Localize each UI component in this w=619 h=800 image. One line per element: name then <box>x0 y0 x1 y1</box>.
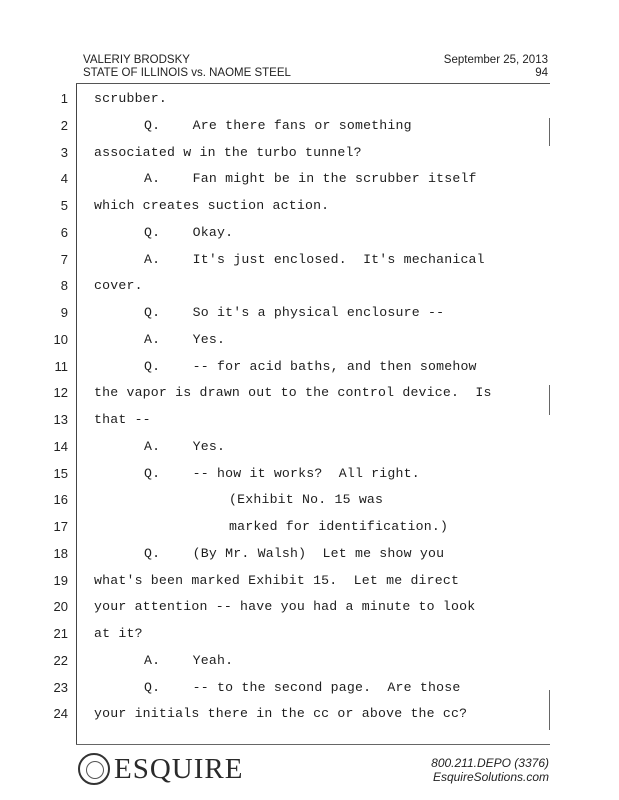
line-text: at it? <box>94 626 143 641</box>
line-text: your attention -- have you had a minute … <box>94 599 476 615</box>
line-text: A. Yeah. <box>144 652 234 668</box>
footer-website: EsquireSolutions.com <box>432 770 549 784</box>
line-text: marked for identification.) <box>229 519 449 534</box>
line-number: 18 <box>53 545 68 561</box>
transcript-line: 16 (Exhibit No. 15 was <box>0 489 619 516</box>
line-number: 5 <box>60 198 68 213</box>
line-text: Q. -- how it works? All right. <box>144 465 420 481</box>
transcript-line: 14 A. Yes. <box>0 436 619 463</box>
line-text: Q. -- to the second page. Are those <box>144 679 461 695</box>
frame-bottom-rule <box>76 744 550 745</box>
line-text: what's been marked Exhibit 15. Let me di… <box>94 572 460 588</box>
line-text: A. Yes. <box>144 438 226 454</box>
transcript-line: 4 A. Fan might be in the scrubber itself <box>0 168 619 195</box>
transcript-line: 24 your initials there in the cc or above… <box>0 703 619 730</box>
frame-right-rule <box>549 385 550 415</box>
transcript-line: 23 Q. -- to the second page. Are those <box>0 677 619 704</box>
frame-left-rule <box>76 84 77 744</box>
line-number: 7 <box>60 251 68 267</box>
line-text: which creates suction action. <box>94 198 330 213</box>
line-number: 24 <box>53 706 68 722</box>
transcript-line: 3 associated w in the turbo tunnel? <box>0 142 619 169</box>
transcript-line: 20 your attention -- have you had a minut… <box>0 596 619 623</box>
line-number: 19 <box>53 572 68 588</box>
line-text: A. It's just enclosed. It's mechanical <box>144 251 485 267</box>
footer-contact: 800.211.DEPO (3376) EsquireSolutions.com <box>431 756 549 784</box>
line-number: 21 <box>53 626 68 641</box>
case-title: STATE OF ILLINOIS vs. NAOME STEEL <box>83 67 291 79</box>
line-number: 12 <box>53 385 68 401</box>
frame-top-rule <box>76 83 550 84</box>
header-left: VALERIY BRODSKY STATE OF ILLINOIS vs. NA… <box>83 54 291 80</box>
line-number: 22 <box>53 652 68 668</box>
witness-name: VALERIY BRODSKY <box>83 54 190 66</box>
footer-phone: 800.211.DEPO (3376) <box>431 756 549 770</box>
transcript-line: 15 Q. -- how it works? All right. <box>0 463 619 490</box>
line-text: A. Fan might be in the scrubber itself <box>144 171 477 187</box>
transcript-line: 6 Q. Okay. <box>0 222 619 249</box>
line-number: 3 <box>60 144 68 160</box>
line-number: 16 <box>53 492 68 508</box>
transcript-line: 19 what's been marked Exhibit 15. Let me … <box>0 570 619 597</box>
transcript-line: 7 A. It's just enclosed. It's mechanical <box>0 249 619 276</box>
line-number: 1 <box>60 91 68 106</box>
line-number: 4 <box>60 171 68 187</box>
line-text: that -- <box>94 412 151 427</box>
line-text: Q. (By Mr. Walsh) Let me show you <box>144 545 445 561</box>
frame-right-rule <box>549 690 550 730</box>
seal-icon <box>78 753 110 785</box>
line-text: the vapor is drawn out to the control de… <box>94 385 492 401</box>
line-text: scrubber. <box>94 91 168 106</box>
transcript-line: 8 cover. <box>0 275 619 302</box>
line-text: Q. Okay. <box>144 224 234 240</box>
page-number: 94 <box>535 67 548 79</box>
transcript-line: 2 Q. Are there fans or something <box>0 115 619 142</box>
transcript-line: 18 Q. (By Mr. Walsh) Let me show you <box>0 543 619 570</box>
line-number: 2 <box>60 117 68 133</box>
line-text: Q. Are there fans or something <box>144 117 412 133</box>
transcript-line: 11 Q. -- for acid baths, and then somehow <box>0 356 619 383</box>
line-number: 17 <box>53 519 68 534</box>
line-text: A. Yes. <box>144 331 226 347</box>
esquire-logo: ESQUIRE <box>78 749 243 789</box>
line-number: 9 <box>60 305 68 320</box>
transcript-line: 21 at it? <box>0 623 619 650</box>
header-right: September 25, 2013 94 <box>420 54 548 80</box>
transcript-line: 12 the vapor is drawn out to the control … <box>0 382 619 409</box>
transcript-line: 5 which creates suction action. <box>0 195 619 222</box>
transcript-line: 13 that -- <box>0 409 619 436</box>
line-number: 13 <box>53 412 68 427</box>
line-text: (Exhibit No. 15 was <box>229 492 384 508</box>
transcript-line: 17 marked for identification.) <box>0 516 619 543</box>
line-text: Q. -- for acid baths, and then somehow <box>144 358 477 374</box>
line-text: cover. <box>94 278 143 294</box>
line-number: 11 <box>54 358 69 374</box>
line-number: 14 <box>53 438 68 454</box>
transcript-line: 9 Q. So it's a physical enclosure -- <box>0 302 619 329</box>
line-number: 10 <box>53 331 68 347</box>
line-number: 8 <box>60 278 68 294</box>
frame-right-rule <box>549 118 550 146</box>
line-number: 15 <box>53 465 68 481</box>
deposition-date: September 25, 2013 <box>443 54 548 66</box>
logo-text: ESQUIRE <box>114 752 244 785</box>
transcript-line: 1 scrubber. <box>0 88 619 115</box>
transcript-line: 10 A. Yes. <box>0 329 619 356</box>
line-text: Q. So it's a physical enclosure -- <box>144 305 445 320</box>
line-text: your initials there in the cc or above t… <box>94 706 468 722</box>
line-number: 6 <box>60 224 68 240</box>
line-number: 23 <box>53 679 68 695</box>
line-text: associated w in the turbo tunnel? <box>94 144 362 160</box>
line-number: 20 <box>53 599 68 615</box>
transcript-line: 22 A. Yeah. <box>0 650 619 677</box>
